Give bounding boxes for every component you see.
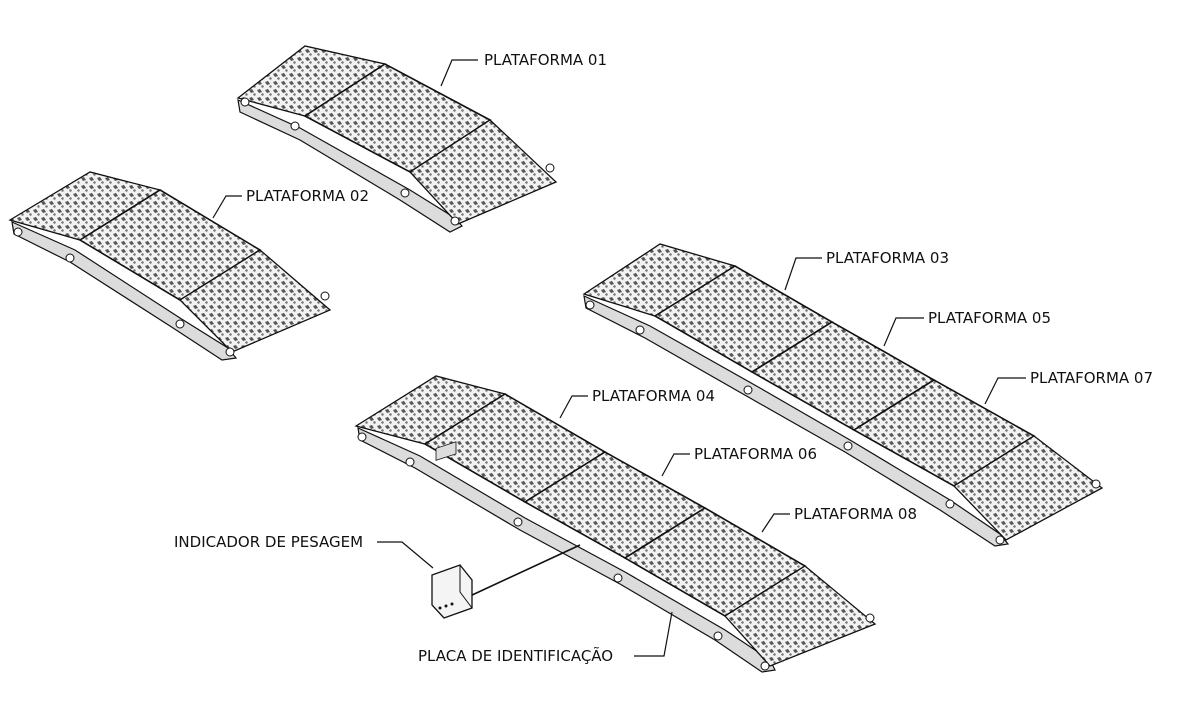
label-plataforma-08: PLATAFORMA 08: [794, 505, 917, 523]
label-indicador-de-pesagem: INDICADOR DE PESAGEM: [174, 533, 363, 551]
label-plataforma-02: PLATAFORMA 02: [246, 187, 369, 205]
leader-p06: [661, 453, 690, 477]
leader-p03: [784, 257, 822, 291]
leader-plate: [634, 611, 673, 657]
scale-group-01: [236, 45, 558, 233]
ramp-right: [952, 435, 1104, 541]
ramp-right: [723, 565, 877, 667]
ramp-right: [178, 249, 332, 353]
label-plataforma-04: PLATAFORMA 04: [592, 387, 715, 405]
label-plataforma-06: PLATAFORMA 06: [694, 445, 817, 463]
scale-group-03-05-07: [582, 243, 1104, 547]
leader-indicator: [377, 541, 434, 569]
leader-p07: [984, 377, 1026, 405]
leader-p01: [440, 59, 478, 87]
weighing-indicator: [431, 441, 581, 619]
label-plataforma-01: PLATAFORMA 01: [484, 51, 607, 69]
leader-p04: [559, 395, 588, 419]
scale-group-04-06-08: [354, 375, 877, 673]
leader-p08: [761, 513, 790, 533]
label-plataforma-07: PLATAFORMA 07: [1030, 369, 1153, 387]
ramp-right: [408, 119, 558, 225]
label-plataforma-03: PLATAFORMA 03: [826, 249, 949, 267]
leader-p02: [212, 195, 242, 219]
leader-p05: [883, 317, 924, 347]
scale-group-02: [8, 171, 332, 361]
label-plataforma-05: PLATAFORMA 05: [928, 309, 1051, 327]
label-placa-de-identificacao: PLACA DE IDENTIFICAÇÃO: [418, 646, 613, 665]
